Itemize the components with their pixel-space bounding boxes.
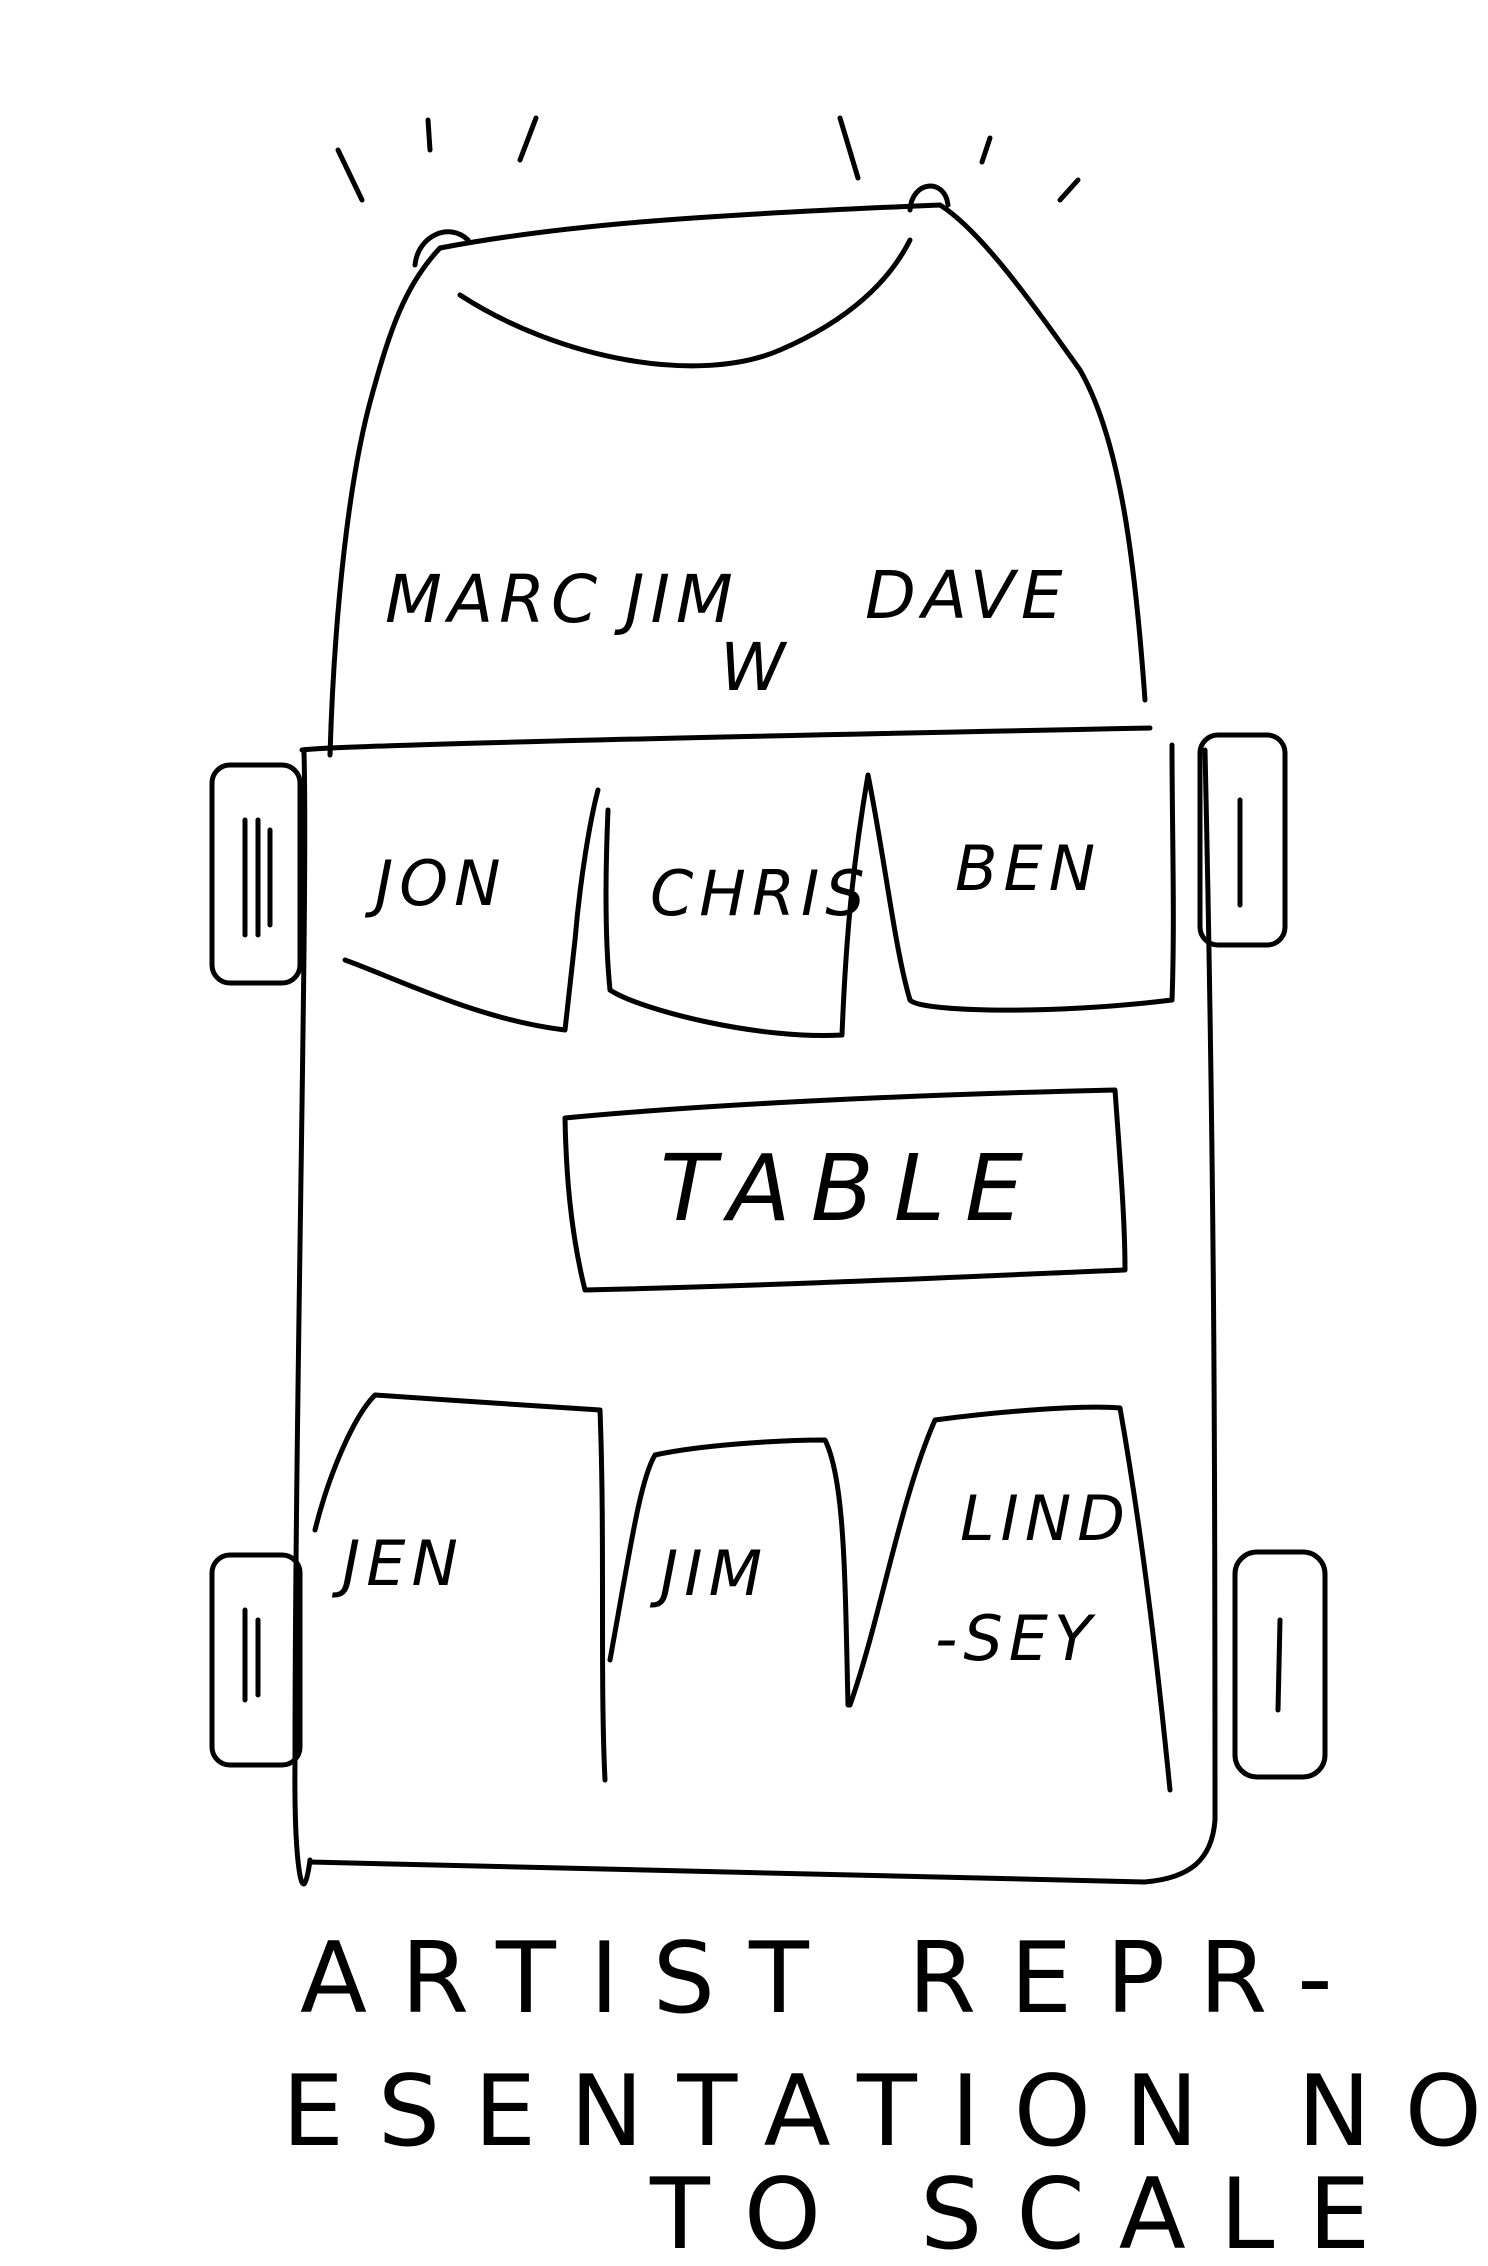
seat-label-jim-back: JIM — [649, 1537, 768, 1610]
wheel-front-left — [209, 762, 303, 986]
wheel-tread-rl — [242, 1607, 261, 1703]
back-row-labels: JEN JIM LIND -SEY — [331, 1482, 1131, 1675]
seat-label-jon: JON — [364, 847, 506, 920]
seat-chris — [603, 772, 913, 1039]
middle-row-labels: JON CHRIS BEN — [364, 832, 1101, 930]
left-mirror-bump — [412, 229, 471, 268]
wheel-rear-left — [209, 1552, 303, 1768]
seat-label-ben: BEN — [955, 832, 1101, 905]
front-row-labels: MARC JIM DAVE W — [385, 557, 1069, 706]
seat-label-dave: DAVE — [865, 557, 1069, 634]
caption-line-1: ARTIST REPR- — [300, 1922, 1367, 2036]
seat-label-marc: MARC — [385, 561, 603, 638]
vehicle-body — [292, 725, 1218, 1887]
vehicle-front — [327, 202, 1148, 758]
wheel-rear-right — [1232, 1549, 1328, 1780]
seat-label-lind: LIND — [960, 1482, 1131, 1555]
wheel-front-right — [1197, 732, 1288, 948]
seat-lindsey — [847, 1404, 1173, 1793]
seat-label-chris: CHRIS — [650, 857, 871, 930]
seat-jim-back — [607, 1437, 851, 1708]
caption-line-3: TO SCALE — [649, 2158, 1404, 2266]
caption-line-2: ESENTATION NOT — [282, 2055, 1488, 2169]
seat-label-jim-front: JIM — [614, 561, 739, 638]
wheel-tread-fl — [242, 817, 273, 938]
seat-label-sey: -SEY — [935, 1602, 1098, 1675]
table-outline — [562, 1087, 1128, 1293]
table-label: TABLE — [660, 1135, 1043, 1242]
wheel-tread-rr — [1275, 1617, 1283, 1713]
right-mirror-bump — [907, 183, 951, 213]
seat-jen — [312, 1392, 608, 1783]
caption: ARTIST REPR- ESENTATION NOT TO SCALE — [282, 1922, 1488, 2266]
seat-label-jen: JEN — [331, 1527, 464, 1600]
seat-jon — [342, 787, 601, 1033]
seat-ben — [907, 742, 1176, 1013]
headlight-rays — [335, 115, 1081, 203]
windshield-line — [457, 237, 913, 369]
seat-label-w: W — [720, 629, 791, 706]
